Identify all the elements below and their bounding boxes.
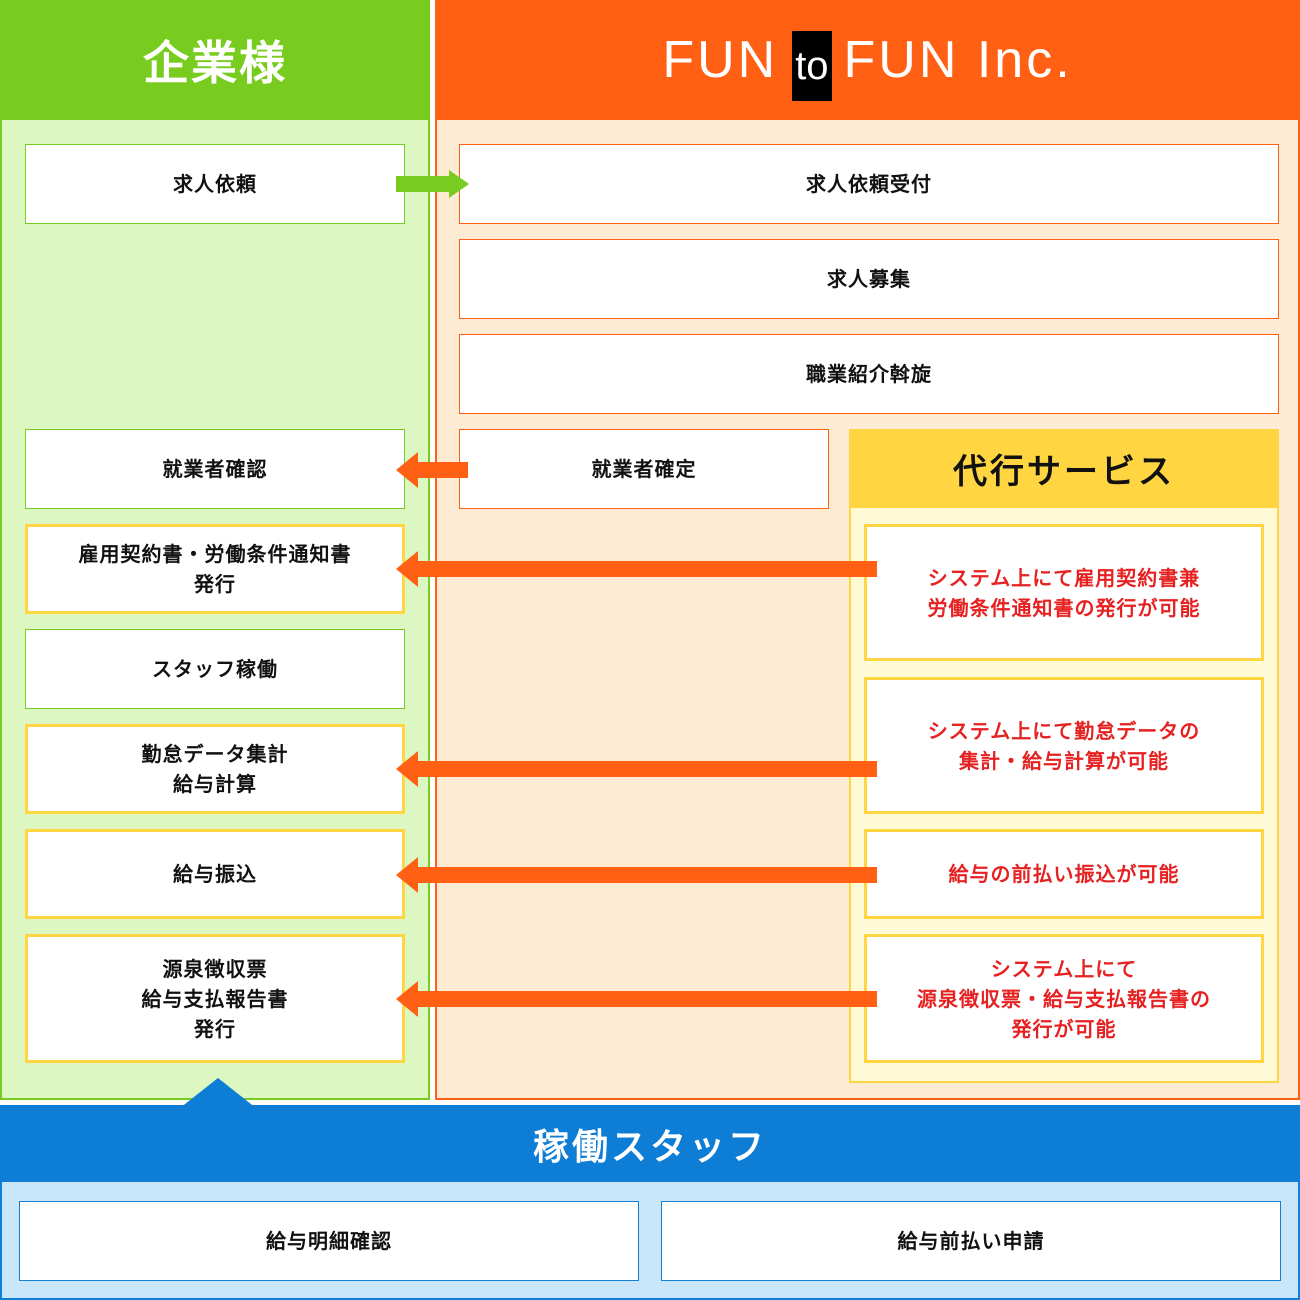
step-label-line2: 給与支払報告書 bbox=[141, 986, 289, 1011]
service-line2: 集計・給与計算が可能 bbox=[959, 748, 1169, 773]
staff-title: 稼働スタッフ bbox=[532, 1126, 767, 1168]
step-label: 就業者確定 bbox=[591, 457, 697, 481]
service-line1: 給与の前払い振込が可能 bbox=[948, 862, 1180, 886]
step-attendance-payroll: 勤怠データ集計 給与計算 bbox=[25, 724, 405, 814]
service-line1: システム上にて雇用契約書兼 bbox=[927, 565, 1201, 590]
service-line2: 源泉徴収票・給与支払報告書の bbox=[917, 986, 1211, 1011]
step-label-line1: 雇用契約書・労働条件通知書 bbox=[78, 542, 352, 566]
step-label-line1: 源泉徴収票 bbox=[162, 956, 268, 981]
service-tax-documents: システム上にて 源泉徴収票・給与支払報告書の 発行が可能 bbox=[864, 934, 1264, 1063]
client-column-title: 企業様 bbox=[143, 36, 287, 90]
step-label: 求人依頼受付 bbox=[806, 172, 932, 196]
step-contract-issuance: 雇用契約書・労働条件通知書 発行 bbox=[25, 524, 405, 614]
step-label: 求人依頼 bbox=[173, 172, 257, 196]
step-label: スタッフ稼働 bbox=[152, 657, 278, 681]
step-label-line3: 発行 bbox=[194, 1016, 236, 1041]
step-salary-transfer: 給与振込 bbox=[25, 829, 405, 919]
logo-text-fun: FUN bbox=[662, 31, 779, 89]
step-label: 職業紹介斡旋 bbox=[806, 362, 932, 386]
step-staff-working: スタッフ稼働 bbox=[25, 629, 405, 709]
service-prepayment-transfer: 給与の前払い振込が可能 bbox=[864, 829, 1264, 919]
company-column-header: FUN to FUN Inc. bbox=[435, 0, 1300, 120]
step-label: 給与明細確認 bbox=[266, 1229, 392, 1253]
service-line1: システム上にて勤怠データの bbox=[927, 718, 1201, 743]
agency-service-title: 代行サービス bbox=[953, 452, 1175, 492]
staff-header: 稼働スタッフ bbox=[0, 1105, 1300, 1182]
step-label: 給与前払い申請 bbox=[897, 1229, 1045, 1253]
step-label: 就業者確認 bbox=[162, 457, 268, 481]
step-label-line2: 給与計算 bbox=[173, 772, 257, 796]
step-label: 求人募集 bbox=[827, 267, 911, 291]
arrow-up-icon bbox=[180, 1078, 256, 1108]
company-logo: FUN to FUN Inc. bbox=[662, 25, 1073, 101]
step-placement-mediation: 職業紹介斡旋 bbox=[459, 334, 1279, 414]
step-label-line2: 発行 bbox=[194, 572, 236, 596]
service-line3: 発行が可能 bbox=[1011, 1016, 1117, 1041]
step-prepayment-request: 給与前払い申請 bbox=[661, 1201, 1281, 1281]
step-tax-documents: 源泉徴収票 給与支払報告書 発行 bbox=[25, 934, 405, 1063]
logo-text-to: to bbox=[792, 31, 832, 101]
step-worker-finalized: 就業者確定 bbox=[459, 429, 829, 509]
logo-text-fun-inc: FUN Inc. bbox=[843, 31, 1073, 89]
step-payslip-check: 給与明細確認 bbox=[19, 1201, 639, 1281]
step-job-request-received: 求人依頼受付 bbox=[459, 144, 1279, 224]
step-job-request: 求人依頼 bbox=[25, 144, 405, 224]
agency-service-header: 代行サービス bbox=[849, 429, 1279, 508]
step-label: 給与振込 bbox=[173, 862, 257, 886]
service-line1: システム上にて bbox=[990, 956, 1138, 981]
step-worker-confirmation: 就業者確認 bbox=[25, 429, 405, 509]
service-line2: 労働条件通知書の発行が可能 bbox=[927, 595, 1201, 620]
service-contract-issuance: システム上にて雇用契約書兼 労働条件通知書の発行が可能 bbox=[864, 524, 1264, 661]
step-recruitment: 求人募集 bbox=[459, 239, 1279, 319]
step-label-line1: 勤怠データ集計 bbox=[141, 742, 289, 766]
client-column-header: 企業様 bbox=[0, 0, 430, 120]
service-attendance-payroll: システム上にて勤怠データの 集計・給与計算が可能 bbox=[864, 677, 1264, 814]
